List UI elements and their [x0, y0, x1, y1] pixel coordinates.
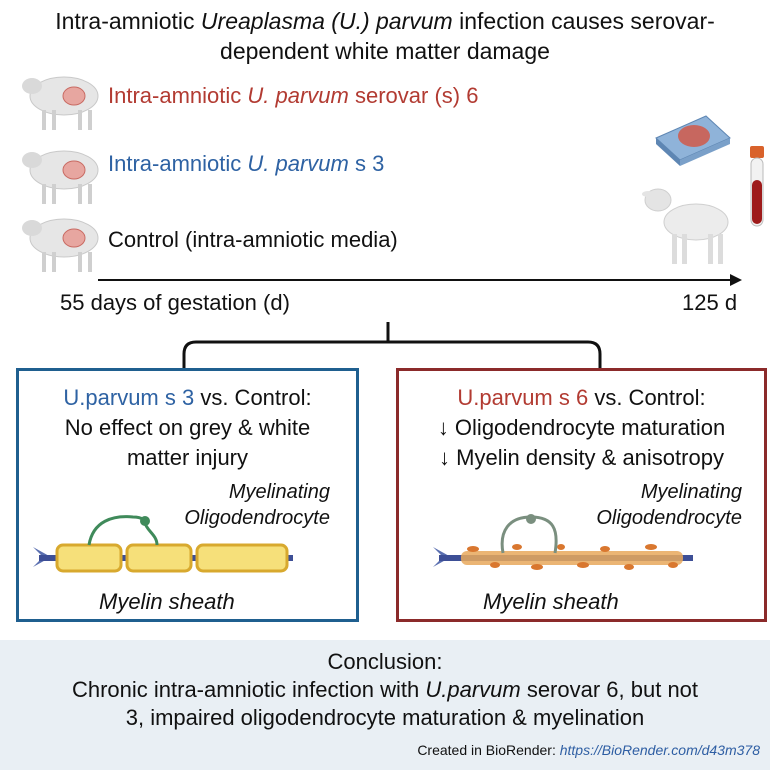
s3-cell-label: Myelinating Oligodendrocyte: [184, 481, 330, 529]
biorender-link[interactable]: https://BioRender.com/d43m378: [559, 742, 760, 758]
s6-result-line-1: ↓ Oligodendrocyte maturation: [437, 415, 726, 440]
timeline-arrow: [98, 274, 742, 286]
group-label-control: Control (intra-amniotic media): [108, 227, 398, 252]
title-italic: Ureaplasma (U.) parvum: [200, 8, 453, 34]
title-suffix: infection causes serovar-: [452, 8, 715, 34]
s3-box-text: U.parvum s 3 vs. Control: No effect on g…: [19, 383, 356, 473]
healthy-myelin-illustration: [33, 515, 293, 573]
s6-cell-label: Myelinating Oligodendrocyte: [596, 481, 742, 529]
s3-result-line-1: No effect on grey & white: [64, 415, 311, 440]
pregnant-sheep-icon-2: [22, 150, 99, 204]
s6-comparison-box: U.parvum s 6 vs. Control: ↓ Oligodendroc…: [396, 368, 767, 622]
group-label-s6: Intra-amniotic U. parvum serovar (s) 6: [108, 83, 479, 108]
figure-title: Intra-amniotic Ureaplasma (U.) parvum in…: [0, 6, 770, 66]
blood-tube-icon: [750, 146, 764, 227]
timeline-end-label: 125 d: [682, 290, 738, 315]
conclusion-panel: Conclusion: Chronic intra-amniotic infec…: [0, 640, 770, 770]
s3-comparison-box: U.parvum s 3 vs. Control: No effect on g…: [16, 368, 359, 622]
damaged-myelin-illustration: [433, 514, 693, 570]
brain-slide-icon: [655, 115, 731, 166]
lamb-icon: [642, 188, 729, 264]
conclusion-text: Conclusion: Chronic intra-amniotic infec…: [0, 648, 770, 732]
s3-sheath-label: Myelin sheath: [99, 589, 235, 614]
conclusion-line-2: 3, impaired oligodendrocyte maturation &…: [125, 705, 645, 730]
biorender-credit: Created in BioRender: https://BioRender.…: [417, 742, 760, 758]
pregnant-sheep-icon-1: [22, 76, 99, 130]
conclusion-line-1: Chronic intra-amniotic infection with U.…: [71, 677, 699, 702]
s6-result-line-2: ↓ Myelin density & anisotropy: [439, 445, 724, 470]
s6-sheath-label: Myelin sheath: [483, 589, 619, 614]
s3-result-line-2: matter injury: [126, 445, 249, 470]
s6-heading: U.parvum s 6 vs. Control:: [457, 385, 706, 410]
comparison-bracket: [182, 322, 602, 368]
group-label-s3: Intra-amniotic U. parvum s 3: [108, 151, 385, 176]
title-line-2: dependent white matter damage: [220, 38, 550, 64]
timeline-start-label: 55 days of gestation (d): [60, 290, 290, 315]
pregnant-sheep-icon-3: [22, 218, 99, 272]
title-line-1: Intra-amniotic Ureaplasma (U.) parvum in…: [0, 6, 770, 36]
s3-heading: U.parvum s 3 vs. Control:: [63, 385, 312, 410]
title-prefix: Intra-amniotic: [55, 8, 201, 34]
conclusion-heading: Conclusion:: [327, 649, 443, 674]
s6-box-text: U.parvum s 6 vs. Control: ↓ Oligodendroc…: [399, 383, 764, 473]
